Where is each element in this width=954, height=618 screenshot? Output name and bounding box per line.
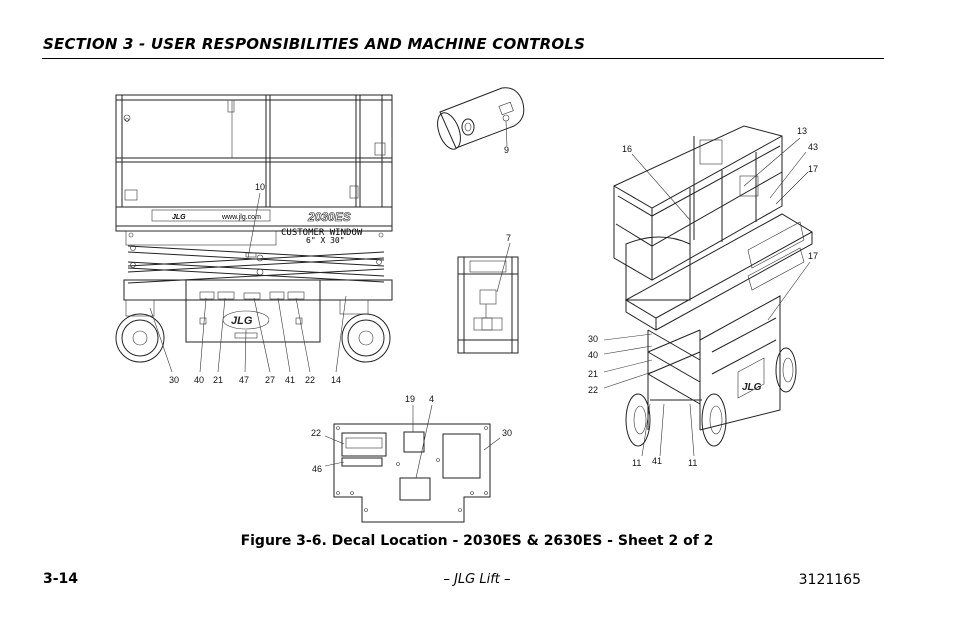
callout-30-base: 30	[502, 428, 512, 438]
callout-30-iso: 30	[588, 334, 598, 344]
header-rule	[42, 58, 884, 59]
rail-decal-brand: JLG	[172, 214, 186, 221]
callout-17-lower: 17	[808, 251, 818, 261]
callout-11-left: 11	[632, 458, 641, 468]
callout-7: 7	[506, 233, 511, 243]
callout-27: 27	[265, 375, 275, 385]
callout-22: 22	[305, 375, 315, 385]
callout-10: 10	[255, 182, 265, 192]
callout-40-iso: 40	[588, 350, 598, 360]
section-title: SECTION 3 - USER RESPONSIBILITIES AND MA…	[43, 35, 586, 53]
window-decal-line2: 6" X 30"	[306, 236, 345, 245]
model-decal: 2030ES	[307, 210, 351, 224]
callout-40: 40	[194, 375, 204, 385]
side-view: JLG www.jlg.com 2030ES CUSTOMER WINDOW 6…	[115, 94, 393, 385]
document-number: 3121165	[798, 572, 861, 588]
callout-30: 30	[169, 375, 179, 385]
callout-13: 13	[797, 126, 807, 136]
callout-41-iso: 41	[652, 456, 662, 466]
callout-22-base: 22	[311, 428, 321, 438]
figure-caption: Figure 3-6. Decal Location - 2030ES & 26…	[240, 533, 714, 549]
iso-view: JLG 16 13 43 17 17 30 40 21 22 11 41 11	[588, 125, 818, 468]
callout-21: 21	[213, 375, 223, 385]
callout-14: 14	[331, 375, 341, 385]
callout-9: 9	[504, 145, 509, 155]
callout-19: 19	[405, 394, 415, 404]
footer-title: – JLG Lift –	[443, 572, 511, 587]
rail-decal-web: www.jlg.com	[221, 214, 261, 221]
callout-47: 47	[239, 375, 249, 385]
window-decal-line1: CUSTOMER WINDOW	[281, 228, 363, 238]
base-view: 19 4 22 30 46	[311, 394, 512, 523]
callout-46: 46	[312, 464, 322, 474]
callout-21-iso: 21	[588, 369, 598, 379]
callout-16: 16	[622, 144, 632, 154]
svg-text:JLG: JLG	[231, 315, 253, 327]
svg-text:JLG: JLG	[742, 382, 762, 393]
callout-4: 4	[429, 394, 434, 404]
callout-43: 43	[808, 142, 818, 152]
callout-17-upper: 17	[808, 164, 818, 174]
front-view: 7	[457, 233, 519, 354]
callout-22-iso: 22	[588, 385, 598, 395]
callout-41: 41	[285, 375, 295, 385]
page-number: 3-14	[43, 571, 79, 587]
callout-11-right: 11	[688, 458, 697, 468]
detail-9-view: 9	[437, 87, 525, 155]
